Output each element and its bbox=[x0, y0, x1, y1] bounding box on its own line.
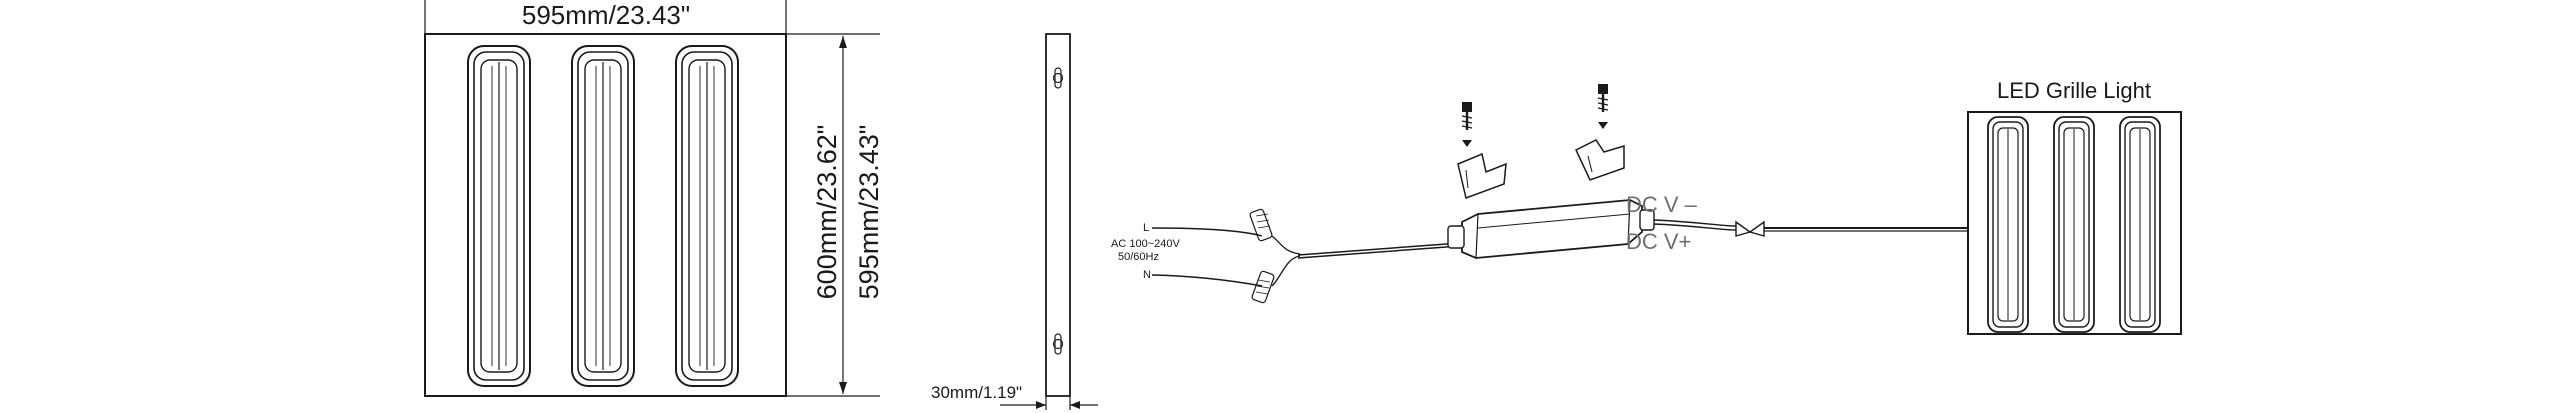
side-view: 30mm/1.19" bbox=[931, 33, 1098, 410]
dc-cable-positive bbox=[1653, 223, 1737, 231]
live-wire bbox=[1151, 227, 1263, 237]
ac-input-cable-a bbox=[1297, 242, 1461, 256]
keyhole-bottom bbox=[1052, 333, 1064, 355]
wiring-diagram: L N AC 100~240V 50/60Hz bbox=[1111, 78, 2182, 335]
terminal-block-neutral bbox=[1251, 270, 1275, 304]
height-arrow-bottom bbox=[839, 382, 847, 394]
mounting-clip-left bbox=[1457, 152, 1507, 199]
screw-left-icon bbox=[1461, 102, 1473, 147]
dc-cable-negative bbox=[1653, 219, 1737, 227]
led-grille-light bbox=[1967, 111, 2182, 335]
keyhole-top bbox=[1052, 67, 1064, 89]
width-dimension-label: 595mm/23.43" bbox=[522, 0, 690, 30]
louver-1 bbox=[467, 45, 531, 387]
side-profile bbox=[1045, 33, 1071, 397]
fixture-louver-1 bbox=[1987, 116, 2029, 333]
input-spec-voltage: AC 100~240V bbox=[1111, 238, 1180, 250]
screw-right-icon bbox=[1597, 84, 1609, 129]
dc-connector bbox=[1735, 220, 1765, 237]
mounting-clip-right bbox=[1575, 139, 1625, 181]
live-internal-wire bbox=[1271, 235, 1301, 255]
neutral-internal-wire bbox=[1271, 255, 1301, 287]
height-arrow-top bbox=[839, 36, 847, 48]
led-driver bbox=[1447, 199, 1655, 259]
front-view: 595mm/23.43" 600mm/23.62" 595mm/23.43" bbox=[424, 0, 884, 397]
terminal-block-live bbox=[1249, 208, 1273, 242]
input-spec-frequency: 50/60Hz bbox=[1118, 251, 1159, 263]
dc-positive-label: DC V+ bbox=[1626, 229, 1691, 254]
thickness-arrow-left bbox=[1036, 401, 1046, 409]
height-inner-label: 595mm/23.43" bbox=[854, 125, 884, 300]
thickness-label: 30mm/1.19" bbox=[931, 383, 1022, 402]
fixture-louver-2 bbox=[2053, 116, 2095, 333]
dc-negative-label: DC V – bbox=[1626, 192, 1698, 217]
live-label: L bbox=[1143, 222, 1149, 234]
neutral-wire bbox=[1151, 274, 1263, 287]
thickness-arrow-right bbox=[1070, 401, 1080, 409]
neutral-label: N bbox=[1143, 269, 1151, 281]
height-outer-label: 600mm/23.62" bbox=[812, 125, 842, 300]
fixture-louver-3 bbox=[2119, 116, 2161, 333]
ac-input-cable-b bbox=[1297, 245, 1461, 259]
fixture-label: LED Grille Light bbox=[1997, 78, 2151, 103]
louver-3 bbox=[675, 45, 739, 387]
panel-outline bbox=[424, 33, 787, 397]
louver-2 bbox=[571, 45, 635, 387]
